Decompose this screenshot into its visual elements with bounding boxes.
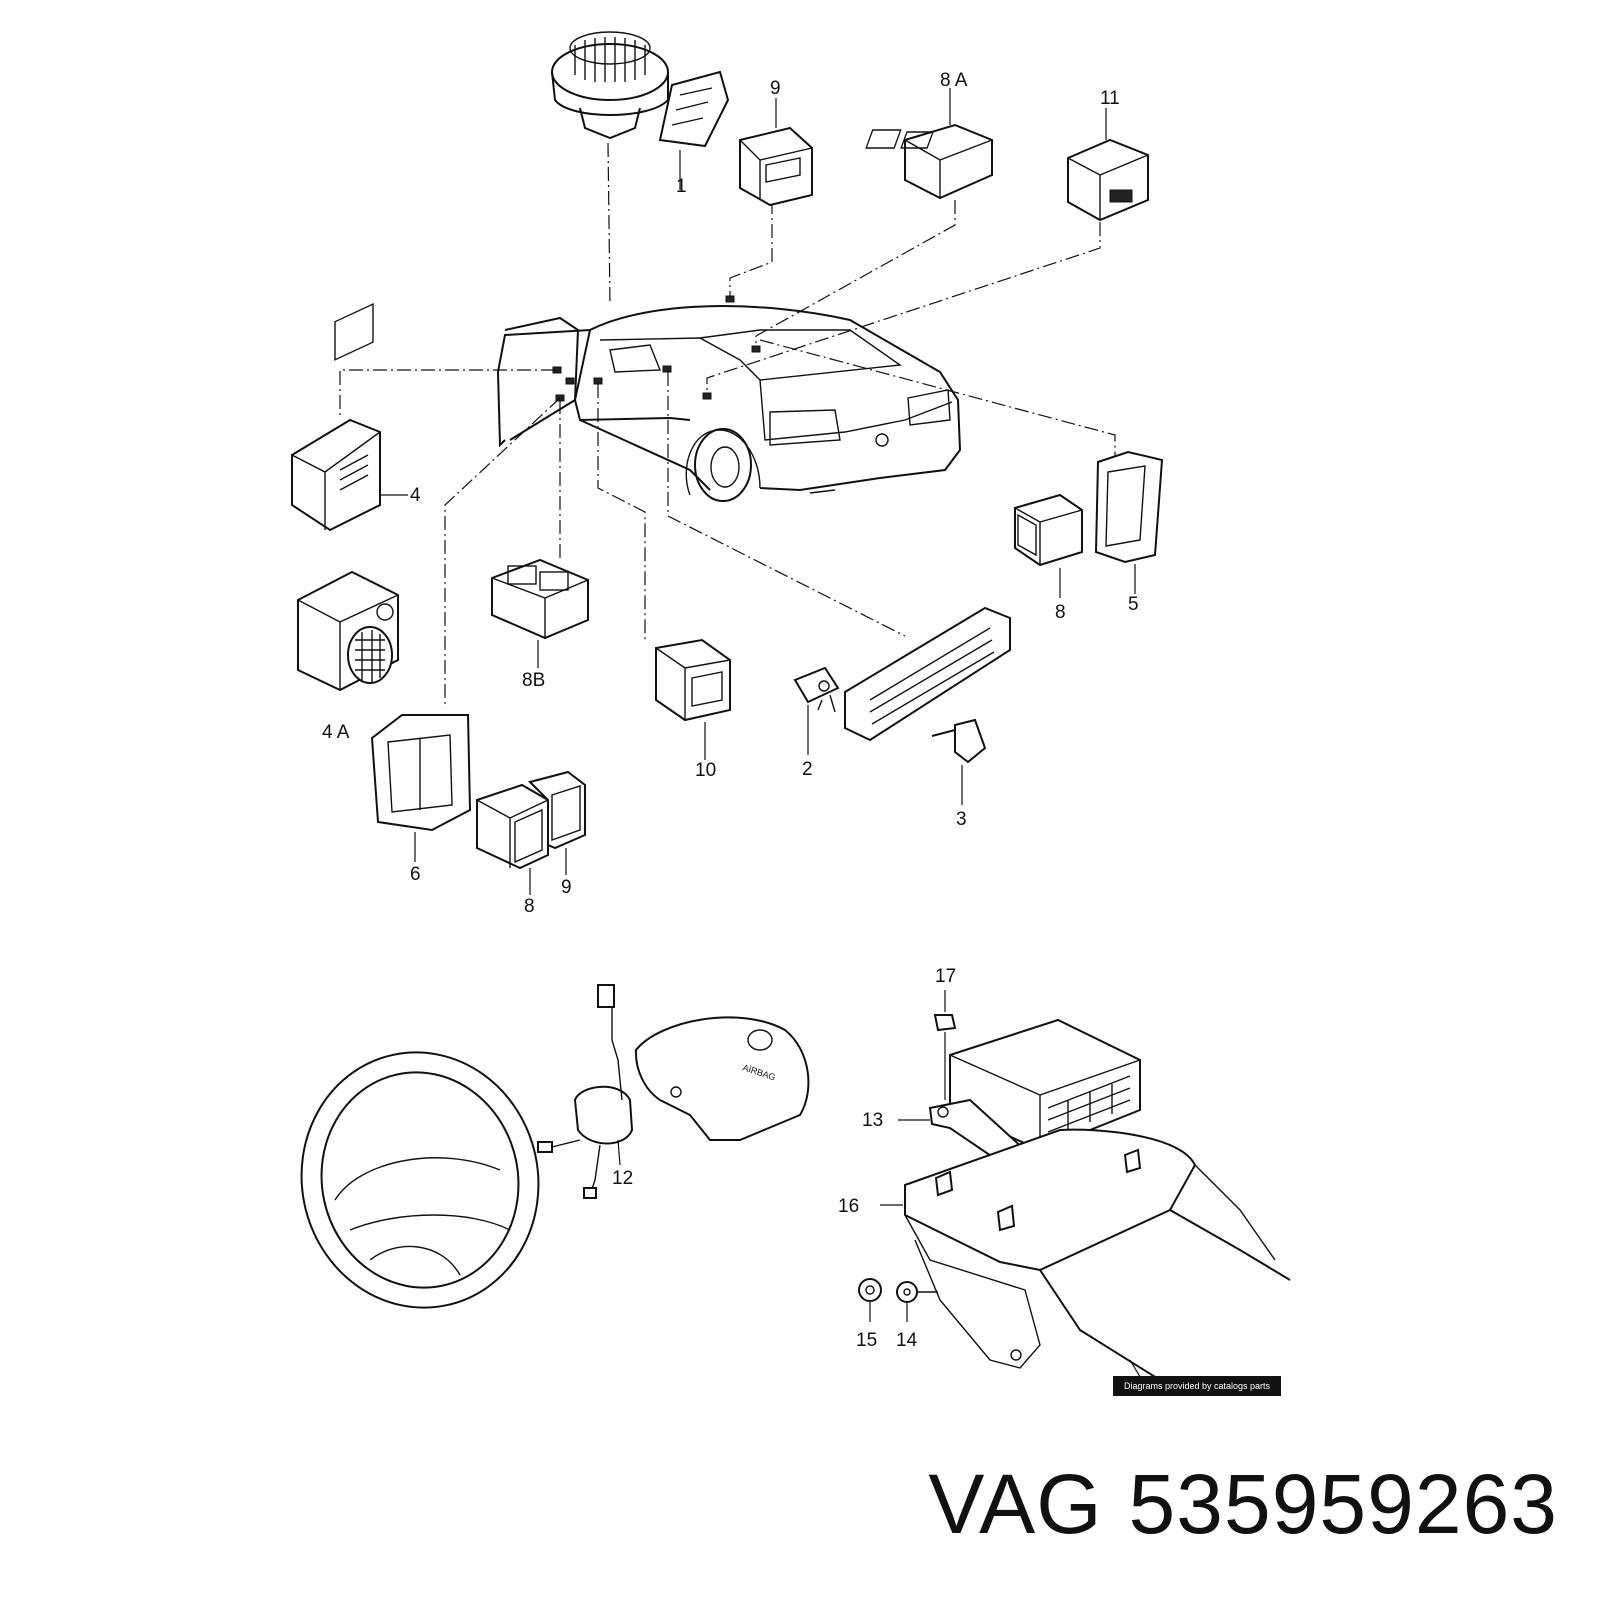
callout-13: 13 bbox=[862, 1110, 883, 1131]
switches-part-8-9-bottom bbox=[476, 770, 586, 895]
callout-3: 3 bbox=[956, 809, 967, 830]
callout-10: 10 bbox=[695, 760, 716, 781]
control-unit-part-4a bbox=[297, 570, 399, 692]
switch-part-10 bbox=[655, 638, 731, 760]
switch-and-frame-part-8-5 bbox=[1014, 450, 1164, 598]
callout-6: 6 bbox=[410, 864, 421, 885]
car-body bbox=[496, 295, 962, 502]
callout-8a: 8 A bbox=[940, 70, 968, 91]
airbag-control-unit-assembly bbox=[858, 990, 1291, 1386]
callout-16: 16 bbox=[838, 1196, 859, 1217]
callout-9-top: 9 bbox=[770, 78, 781, 99]
callout-8-bottom: 8 bbox=[524, 896, 535, 917]
callout-2: 2 bbox=[802, 759, 813, 780]
part-title: VAG 535959263 bbox=[928, 1456, 1558, 1553]
callout-11: 11 bbox=[1100, 88, 1120, 109]
switch-part-11 bbox=[1067, 108, 1149, 222]
connector-part-4 bbox=[291, 303, 408, 532]
leader-lines bbox=[339, 142, 1116, 708]
frame-part-6 bbox=[370, 714, 472, 862]
blower-motor-part bbox=[551, 31, 730, 190]
callout-15: 15 bbox=[856, 1330, 877, 1351]
callout-1: 1 bbox=[676, 176, 687, 197]
callout-8-right: 8 bbox=[1055, 602, 1066, 623]
switch-part-8a bbox=[865, 88, 993, 200]
callout-17: 17 bbox=[935, 966, 956, 987]
part-number: 535959263 bbox=[1128, 1457, 1558, 1551]
callout-4a: 4 A bbox=[322, 722, 350, 743]
steering-wheel-assembly: AIRBAG bbox=[300, 984, 810, 1309]
vent-panel-part-2-3 bbox=[793, 606, 1011, 805]
relay-part-9 bbox=[739, 98, 813, 207]
callout-9-bottom: 9 bbox=[561, 877, 572, 898]
callout-14: 14 bbox=[896, 1330, 918, 1351]
brand-name: VAG bbox=[928, 1457, 1103, 1551]
callout-5: 5 bbox=[1128, 594, 1139, 615]
callout-8b: 8B bbox=[522, 670, 545, 691]
double-switch-part-8b bbox=[491, 558, 589, 668]
callout-4: 4 bbox=[410, 485, 421, 506]
diagram-credit-badge: Diagrams provided by catalogs parts bbox=[1113, 1376, 1281, 1396]
callout-12: 12 bbox=[612, 1168, 633, 1189]
